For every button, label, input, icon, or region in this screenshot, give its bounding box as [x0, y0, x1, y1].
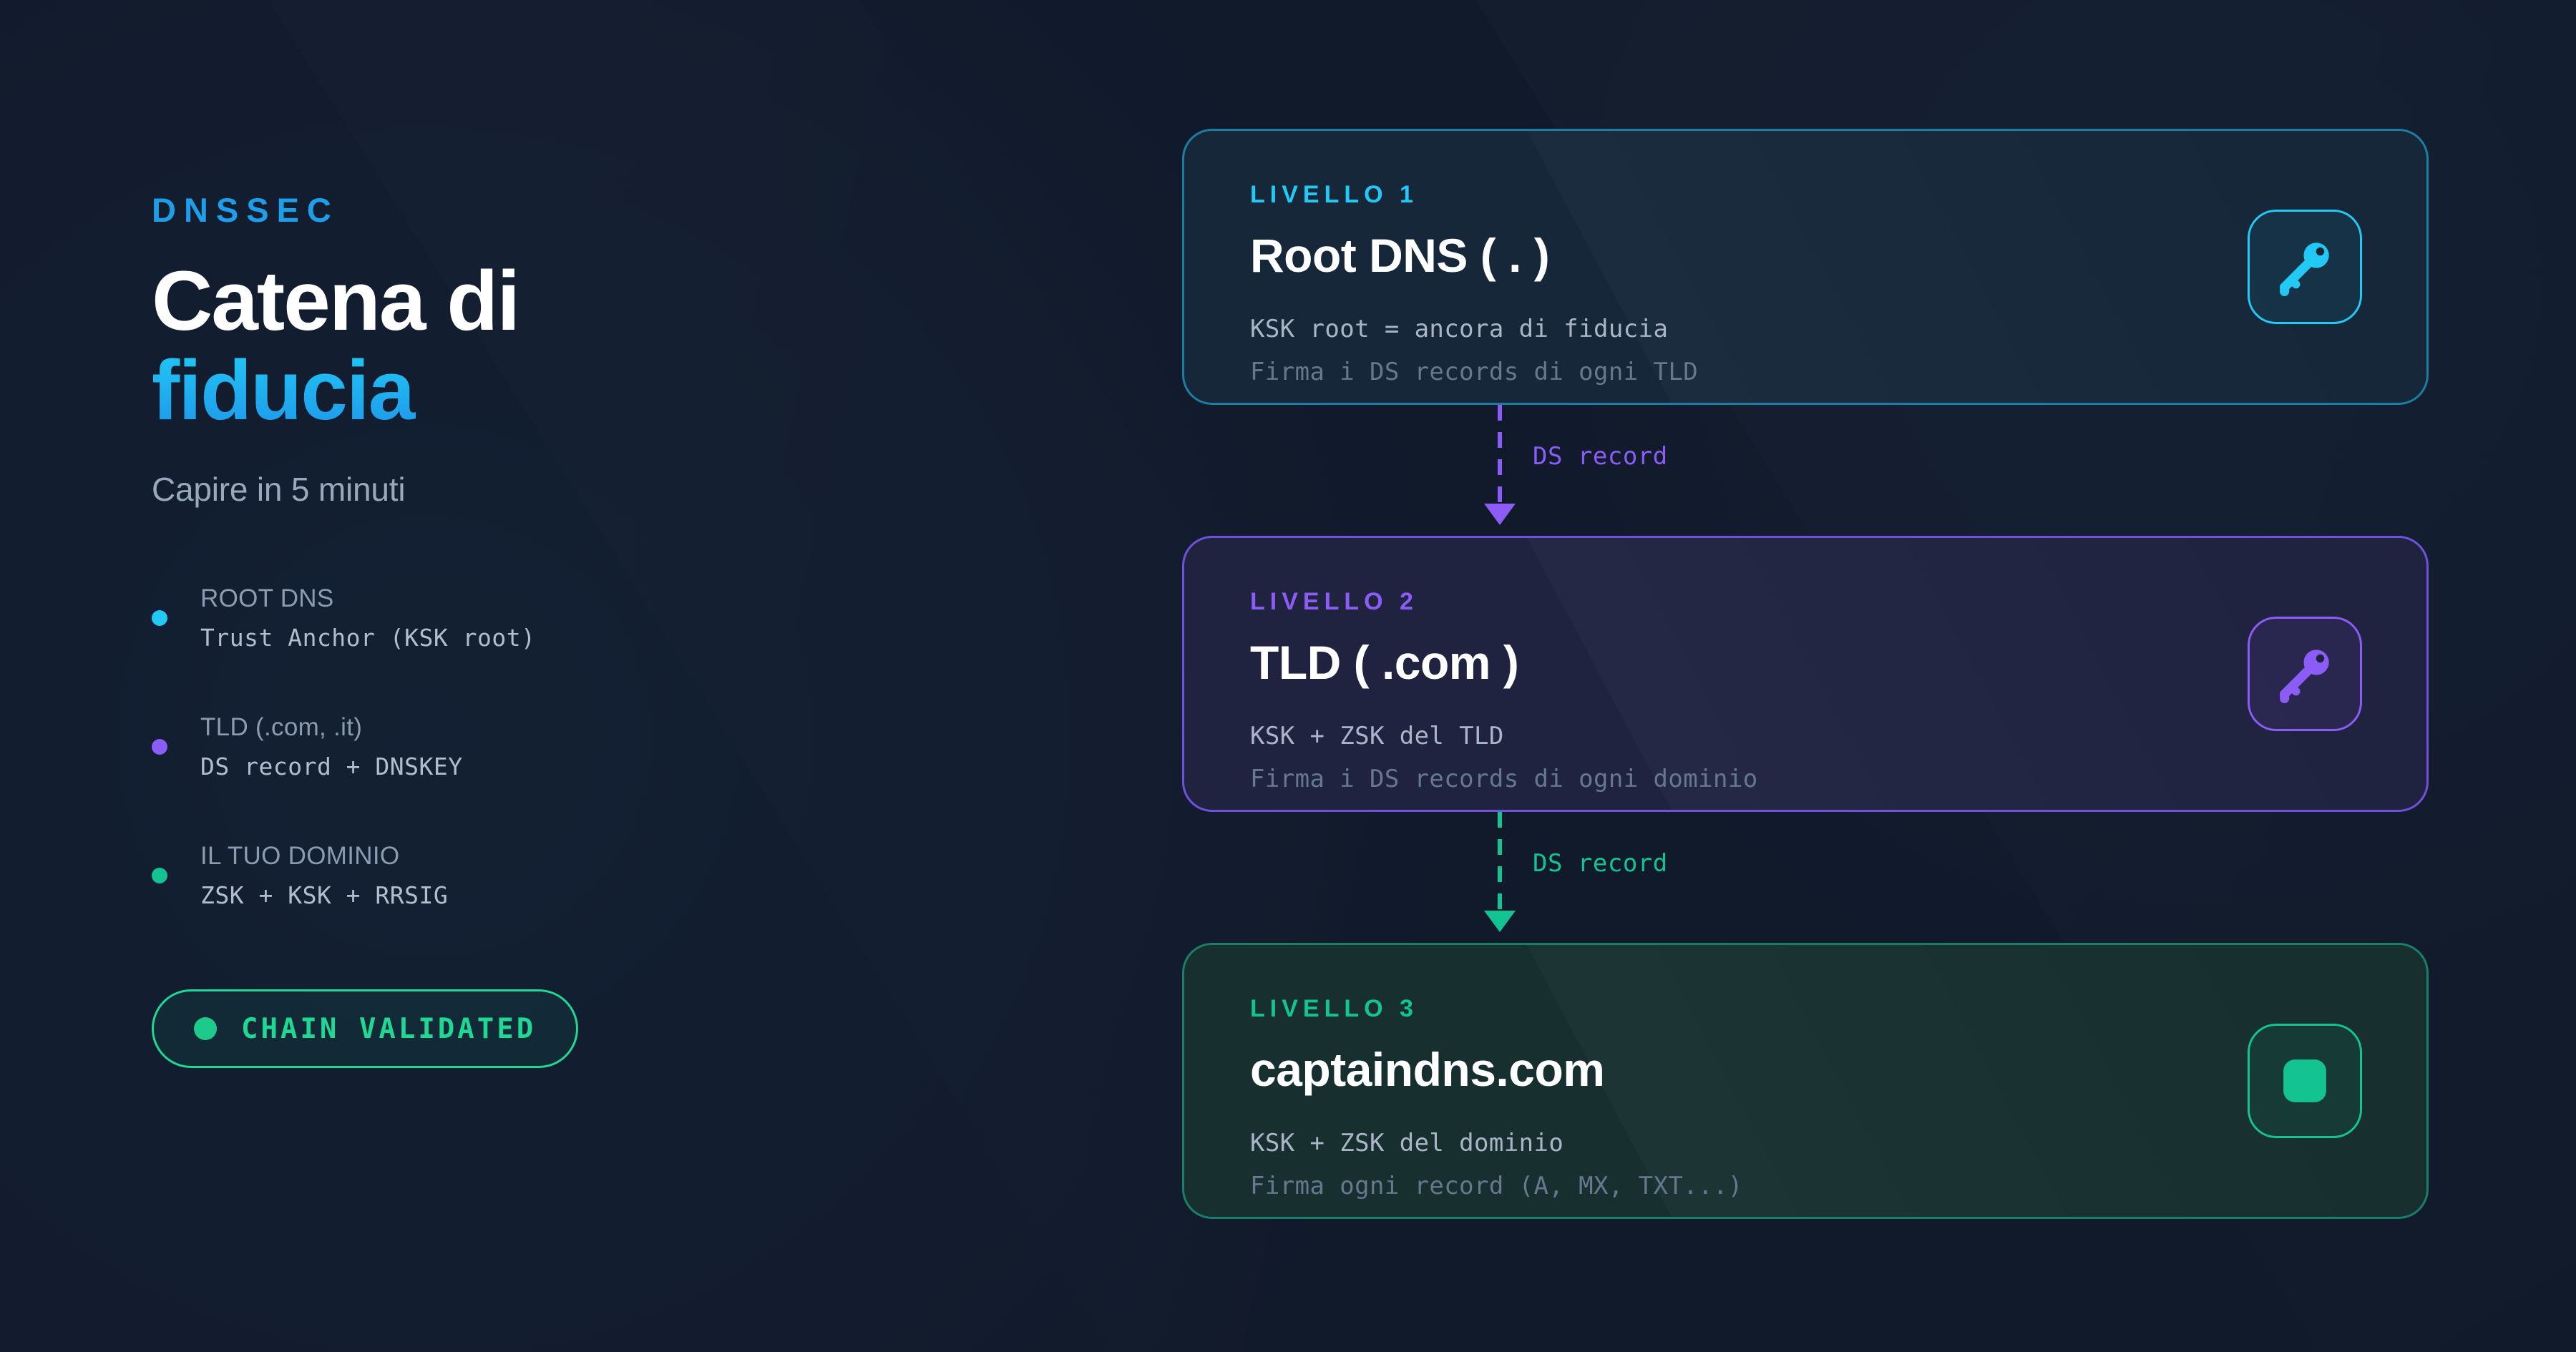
- list-item-text: IL TUO DOMINIO ZSK + KSK + RRSIG: [200, 840, 448, 911]
- key-icon: [2272, 641, 2338, 707]
- list-item-title: IL TUO DOMINIO: [200, 841, 400, 870]
- list-item-title: TLD (.com, .it): [200, 712, 363, 741]
- card-body: LIVELLO 1 Root DNS ( . ) KSK root = anco…: [1250, 182, 2369, 390]
- connector-line: [1498, 812, 1502, 912]
- connector-label: DS record: [1533, 442, 1668, 471]
- status-dot-icon: [194, 1017, 217, 1041]
- arrow-down-icon: [1484, 911, 1516, 932]
- connector-label: DS record: [1533, 849, 1668, 878]
- list-item-subtitle: ZSK + KSK + RRSIG: [200, 881, 449, 909]
- page-title-line-1: Catena di: [152, 254, 520, 348]
- bullet-dot-tld-icon: [152, 739, 167, 755]
- bullet-dot-root-icon: [152, 610, 167, 627]
- card-body: LIVELLO 3 captaindns.com KSK + ZSK del d…: [1250, 996, 2369, 1204]
- list-item: TLD (.com, .it) DS record + DNSKEY: [152, 705, 1025, 789]
- card-level-label: LIVELLO 1: [1250, 181, 1418, 208]
- key-points-list: ROOT DNS Trust Anchor (KSK root) TLD (.c…: [152, 576, 1025, 918]
- chain-connector-2: DS record: [1182, 812, 2429, 943]
- rounded-square-icon: [2272, 1048, 2338, 1114]
- card-detail-secondary: Firma ogni record (A, MX, TXT...): [1250, 1171, 1743, 1200]
- list-item-title: ROOT DNS: [200, 584, 334, 612]
- page-subtitle: Capire in 5 minuti: [152, 471, 406, 509]
- status-badge[interactable]: CHAIN VALIDATED: [152, 989, 579, 1069]
- chain-card-level-2[interactable]: LIVELLO 2 TLD ( .com ) KSK + ZSK del TLD…: [1182, 536, 2429, 812]
- page-title-line-2: fiducia: [152, 346, 1025, 436]
- card-detail-primary: KSK root = ancora di fiducia: [1250, 315, 1669, 344]
- card-title: TLD ( .com ): [1250, 636, 1519, 689]
- card-detail-secondary: Firma i DS records di ogni TLD: [1250, 357, 1699, 386]
- intro-panel: DNSSEC Catena di fiducia Capire in 5 min…: [152, 191, 1025, 1069]
- key-icon: [2272, 234, 2338, 300]
- arrow-down-icon: [1484, 504, 1516, 525]
- card-detail-primary: KSK + ZSK del TLD: [1250, 722, 1504, 751]
- list-item-text: TLD (.com, .it) DS record + DNSKEY: [200, 711, 463, 783]
- list-item-text: ROOT DNS Trust Anchor (KSK root): [200, 582, 535, 654]
- chain-connector-1: DS record: [1182, 405, 2429, 536]
- eyebrow-label: DNSSEC: [152, 191, 339, 229]
- card-icon-badge: [2248, 210, 2362, 324]
- card-title: captaindns.com: [1250, 1043, 1605, 1096]
- card-level-label: LIVELLO 2: [1250, 588, 1418, 615]
- card-icon-badge: [2248, 1024, 2362, 1138]
- list-item-subtitle: Trust Anchor (KSK root): [200, 623, 536, 652]
- list-item: ROOT DNS Trust Anchor (KSK root): [152, 576, 1025, 660]
- card-detail-secondary: Firma i DS records di ogni dominio: [1250, 764, 1758, 793]
- card-detail-primary: KSK + ZSK del dominio: [1250, 1129, 1564, 1158]
- bullet-dot-domain-icon: [152, 868, 167, 884]
- status-badge-label: CHAIN VALIDATED: [241, 1012, 537, 1045]
- card-title: Root DNS ( . ): [1250, 229, 1550, 282]
- card-body: LIVELLO 2 TLD ( .com ) KSK + ZSK del TLD…: [1250, 589, 2369, 797]
- chain-card-level-1[interactable]: LIVELLO 1 Root DNS ( . ) KSK root = anco…: [1182, 129, 2429, 405]
- list-item-subtitle: DS record + DNSKEY: [200, 752, 463, 780]
- card-icon-badge: [2248, 617, 2362, 731]
- trust-chain-diagram: LIVELLO 1 Root DNS ( . ) KSK root = anco…: [1182, 129, 2429, 1219]
- connector-line: [1498, 405, 1502, 505]
- card-level-label: LIVELLO 3: [1250, 995, 1418, 1022]
- page-title: Catena di fiducia: [152, 254, 1025, 436]
- list-item: IL TUO DOMINIO ZSK + KSK + RRSIG: [152, 833, 1025, 918]
- chain-card-level-3[interactable]: LIVELLO 3 captaindns.com KSK + ZSK del d…: [1182, 943, 2429, 1219]
